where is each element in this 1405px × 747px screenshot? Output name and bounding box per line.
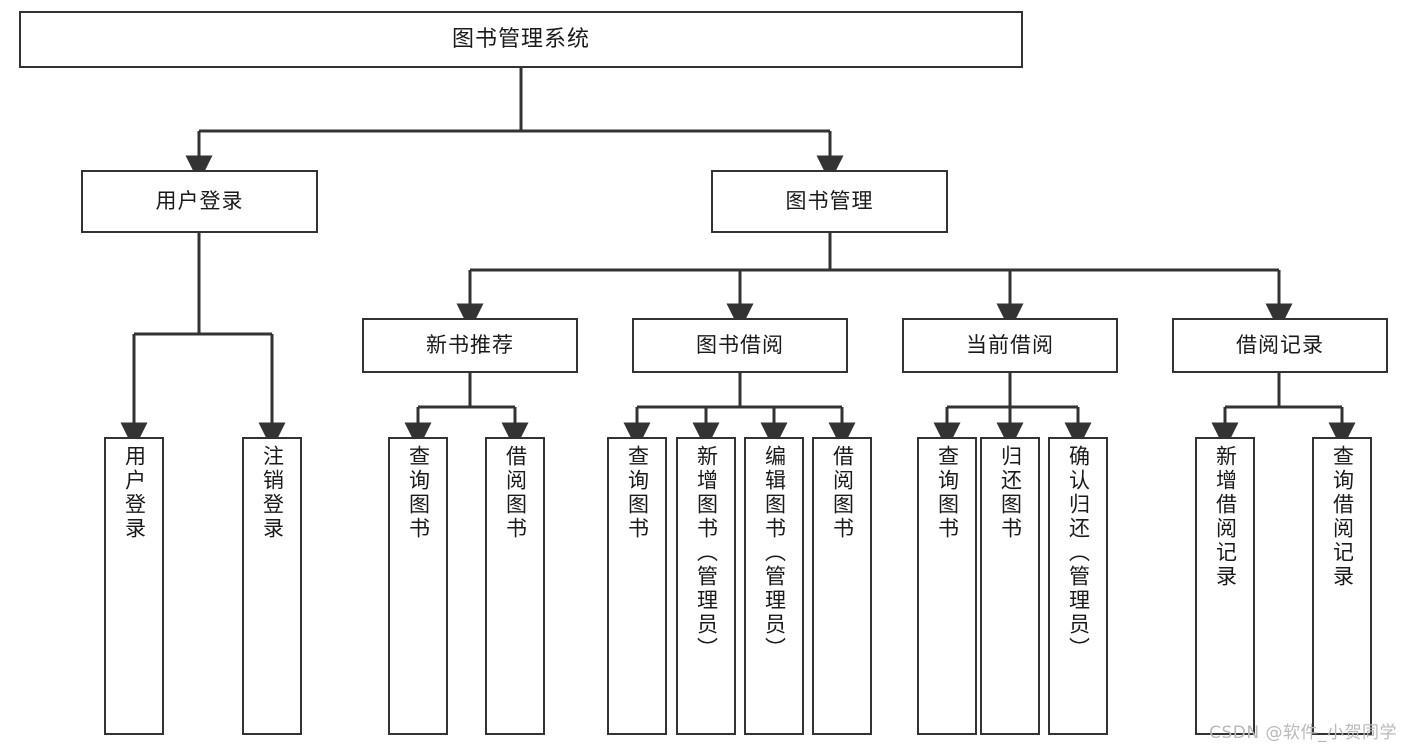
node-label: 注销登录 (260, 445, 285, 541)
node-leaf-return-book[interactable]: 归还图书 (980, 437, 1040, 735)
node-label: 查询借阅记录 (1330, 445, 1355, 589)
node-leaf-query-book-2[interactable]: 查询图书 (607, 437, 667, 735)
node-label: 借阅记录 (1236, 333, 1324, 358)
node-label: 编辑图书（管理员） (762, 445, 787, 661)
node-label: 确认归还（管理员） (1066, 445, 1091, 661)
node-borrow-record[interactable]: 借阅记录 (1172, 318, 1388, 373)
node-label: 图书借阅 (696, 333, 784, 358)
node-user-login[interactable]: 用户登录 (81, 170, 318, 233)
node-label: 借阅图书 (503, 445, 528, 541)
node-label: 用户登录 (122, 445, 147, 541)
node-new-book-recommend[interactable]: 新书推荐 (362, 318, 578, 373)
node-label: 借阅图书 (830, 445, 855, 541)
node-leaf-add-book[interactable]: 新增图书（管理员） (676, 437, 736, 735)
node-leaf-logout-login[interactable]: 注销登录 (242, 437, 302, 735)
node-leaf-edit-book[interactable]: 编辑图书（管理员） (744, 437, 804, 735)
node-root-system[interactable]: 图书管理系统 (19, 11, 1023, 68)
node-label: 图书管理 (785, 189, 874, 214)
node-label: 查询图书 (406, 445, 431, 541)
node-leaf-user-login[interactable]: 用户登录 (104, 437, 164, 735)
node-leaf-query-record[interactable]: 查询借阅记录 (1312, 437, 1372, 735)
node-label: 当前借阅 (966, 333, 1054, 358)
node-label: 用户登录 (155, 189, 244, 214)
node-label: 图书管理系统 (451, 26, 590, 52)
node-leaf-confirm-return[interactable]: 确认归还（管理员） (1048, 437, 1108, 735)
node-label: 归还图书 (998, 445, 1023, 541)
node-label: 新增图书（管理员） (694, 445, 719, 661)
node-leaf-borrow-book-1[interactable]: 借阅图书 (485, 437, 545, 735)
node-book-borrow[interactable]: 图书借阅 (632, 318, 848, 373)
node-label: 新书推荐 (426, 333, 514, 358)
node-label: 查询图书 (625, 445, 650, 541)
node-label: 新增借阅记录 (1213, 445, 1238, 589)
node-leaf-query-book-1[interactable]: 查询图书 (388, 437, 448, 735)
node-label: 查询图书 (935, 445, 960, 541)
watermark-text: CSDN @软件_小贺同学 (1209, 723, 1397, 743)
node-book-manage[interactable]: 图书管理 (711, 170, 948, 233)
node-current-borrow[interactable]: 当前借阅 (902, 318, 1118, 373)
node-leaf-add-record[interactable]: 新增借阅记录 (1195, 437, 1255, 735)
node-leaf-query-book-3[interactable]: 查询图书 (917, 437, 977, 735)
node-leaf-borrow-book-2[interactable]: 借阅图书 (812, 437, 872, 735)
